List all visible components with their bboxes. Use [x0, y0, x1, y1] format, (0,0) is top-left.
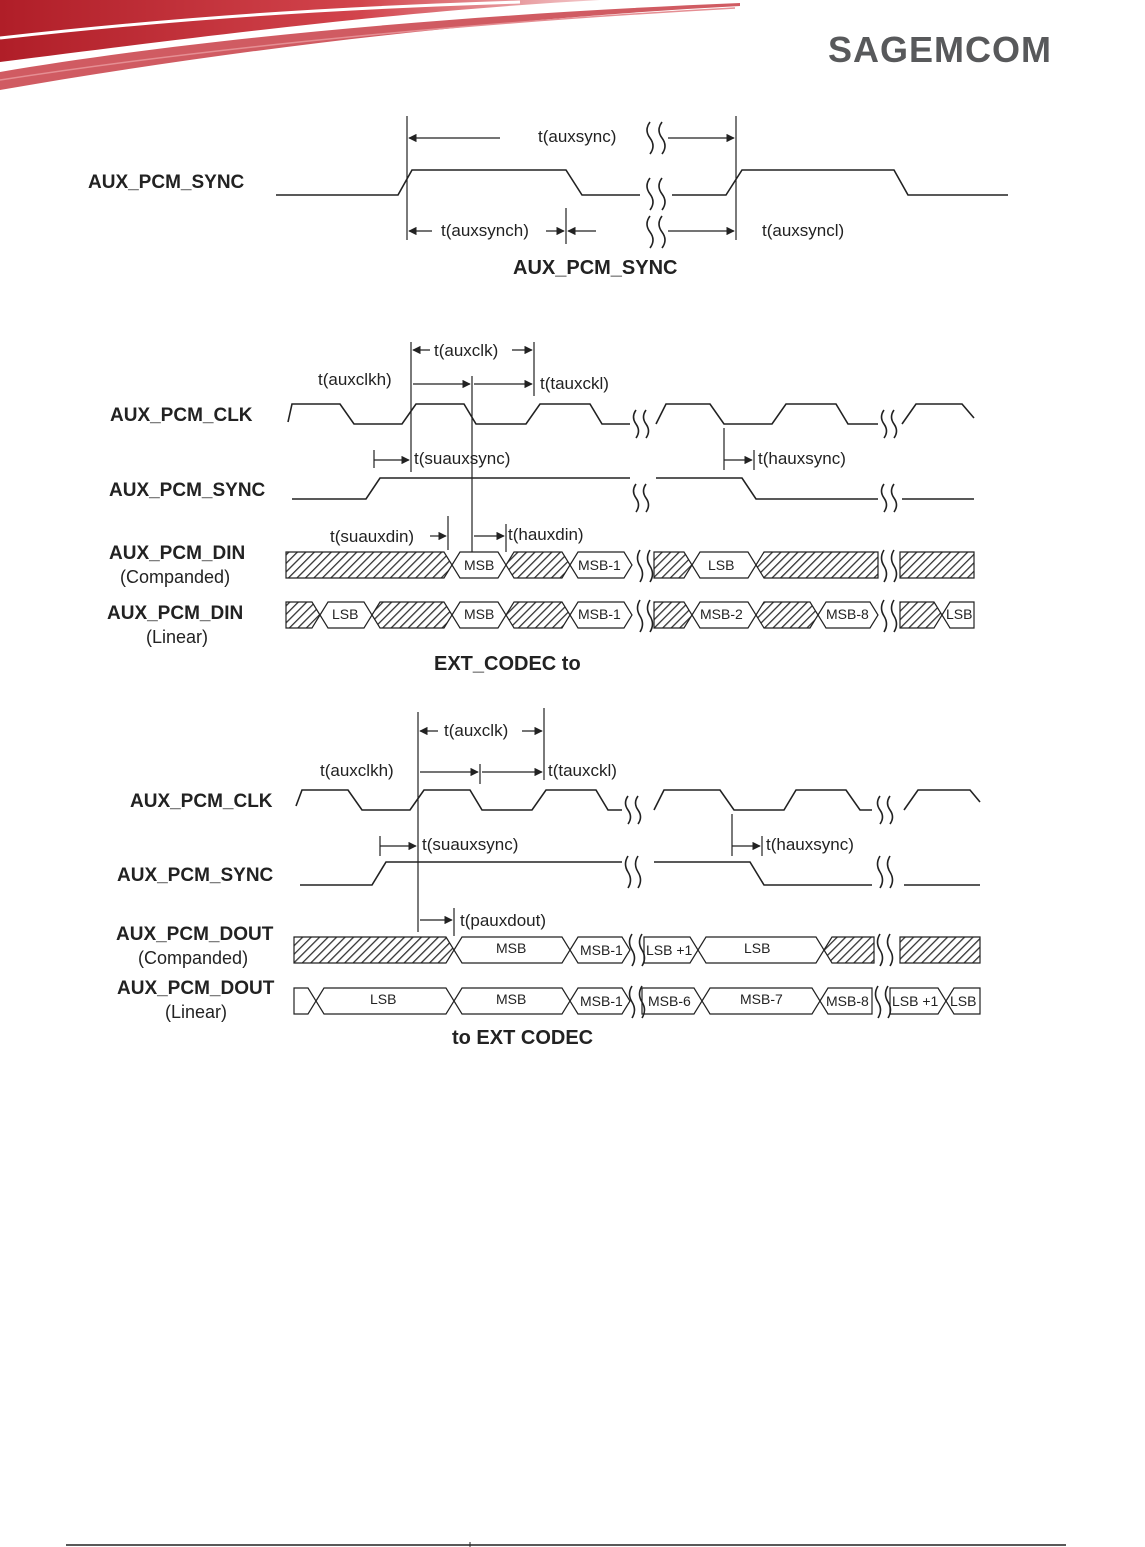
bus-cell-label: LSB	[332, 606, 358, 622]
sync-waveform	[276, 169, 640, 196]
clk-signal-label: AUX_PCM_CLK	[110, 405, 253, 426]
break-mark	[632, 409, 898, 633]
break-mark	[646, 121, 666, 249]
bus-cell-label: MSB-8	[826, 993, 869, 1009]
t-auxclkh-label: t(auxclkh)	[318, 370, 392, 389]
sync-signal-label: AUX_PCM_SYNC	[109, 480, 266, 501]
break-mark	[624, 795, 894, 1019]
bus-cell-label: MSB-1	[580, 942, 623, 958]
din-companded-label: AUX_PCM_DIN	[109, 543, 245, 564]
bus-cell-label: MSB	[496, 991, 526, 1007]
t-suauxsync-label: t(suauxsync)	[414, 449, 510, 468]
dout-companded-sublabel: (Companded)	[138, 948, 248, 968]
bus-cell-label: MSB-2	[700, 606, 743, 622]
dout-linear-label: AUX_PCM_DOUT	[117, 978, 275, 999]
bus-cell-label: LSB +1	[646, 942, 693, 958]
bus-cell-label: MSB-6	[648, 993, 691, 1009]
bus-cell-label: MSB	[464, 606, 494, 622]
dout-linear-bus: LSB MSB MSB-1 MSB-6 MSB-7 MSB-8 LSB +1 L…	[293, 987, 981, 1015]
sync-waveform	[300, 861, 622, 886]
bus-cell-label: MSB-7	[740, 991, 783, 1007]
clk-waveform	[287, 403, 630, 425]
clk-waveform	[295, 789, 622, 811]
din-linear-sublabel: (Linear)	[146, 627, 208, 647]
din-linear-bus: LSB MSB MSB-1 MSB-2 MSB-8 LSB	[285, 601, 975, 629]
bus-cell-label: LSB	[708, 557, 734, 573]
diagram3-caption: to EXT CODEC	[452, 1027, 593, 1049]
sync-waveform	[292, 477, 630, 500]
dout-companded-bus: MSB MSB-1 LSB +1 LSB	[293, 936, 981, 964]
t-suauxdin-label: t(suauxdin)	[330, 527, 414, 546]
diagram1-caption: AUX_PCM_SYNC	[513, 257, 677, 279]
t-auxclkh-label: t(auxclkh)	[320, 761, 394, 780]
diagram-ext-codec-to: AUX_PCM_CLK AUX_PCM_SYNC AUX_PCM_DIN (Co…	[107, 341, 975, 675]
diagram-sync-timing: AUX_PCM_SYNC t(auxsync) t(auxsynch) t(au…	[88, 116, 1008, 279]
bus-cell-label: LSB +1	[892, 993, 939, 1009]
t-pauxdout-label: t(pauxdout)	[460, 911, 546, 930]
low-time-label: t(auxsyncl)	[762, 221, 844, 240]
bus-cell-label: MSB	[464, 557, 494, 573]
din-companded-sublabel: (Companded)	[120, 567, 230, 587]
bus-cell-label: LSB	[370, 991, 396, 1007]
t-hauxdin-label: t(hauxdin)	[508, 525, 584, 544]
t-suauxsync-label: t(suauxsync)	[422, 835, 518, 854]
t-tauxckl-label: t(tauxckl)	[548, 761, 617, 780]
bus-cell-label: LSB	[950, 993, 976, 1009]
bus-cell-label: MSB	[496, 940, 526, 956]
bus-cell-label: LSB	[946, 606, 972, 622]
period-label: t(auxsync)	[538, 127, 616, 146]
t-tauxckl-label: t(tauxckl)	[540, 374, 609, 393]
high-time-label: t(auxsynch)	[441, 221, 529, 240]
t-auxclk-label: t(auxclk)	[434, 341, 498, 360]
clk-signal-label: AUX_PCM_CLK	[130, 791, 273, 812]
dout-companded-label: AUX_PCM_DOUT	[116, 924, 274, 945]
t-auxclk-label: t(auxclk)	[444, 721, 508, 740]
header-swoosh	[0, 0, 740, 90]
t-hauxsync-label: t(hauxsync)	[758, 449, 846, 468]
din-linear-label: AUX_PCM_DIN	[107, 603, 243, 624]
t-hauxsync-label: t(hauxsync)	[766, 835, 854, 854]
bus-cell-label: MSB-1	[578, 557, 621, 573]
sagemcom-logo: SAGEMCOM	[828, 29, 1052, 70]
bus-cell-label: LSB	[744, 940, 770, 956]
diagram2-caption: EXT_CODEC to	[434, 653, 581, 675]
diagram-to-ext-codec: AUX_PCM_CLK AUX_PCM_SYNC AUX_PCM_DOUT (C…	[116, 708, 981, 1049]
bus-cell-label: MSB-1	[578, 606, 621, 622]
sync-signal-label: AUX_PCM_SYNC	[117, 865, 274, 886]
bus-cell-label: MSB-8	[826, 606, 869, 622]
bus-cell-label: MSB-1	[580, 993, 623, 1009]
din-companded-bus: MSB MSB-1 LSB	[285, 551, 975, 579]
dout-linear-sublabel: (Linear)	[165, 1002, 227, 1022]
sync-signal-label: AUX_PCM_SYNC	[88, 172, 245, 193]
